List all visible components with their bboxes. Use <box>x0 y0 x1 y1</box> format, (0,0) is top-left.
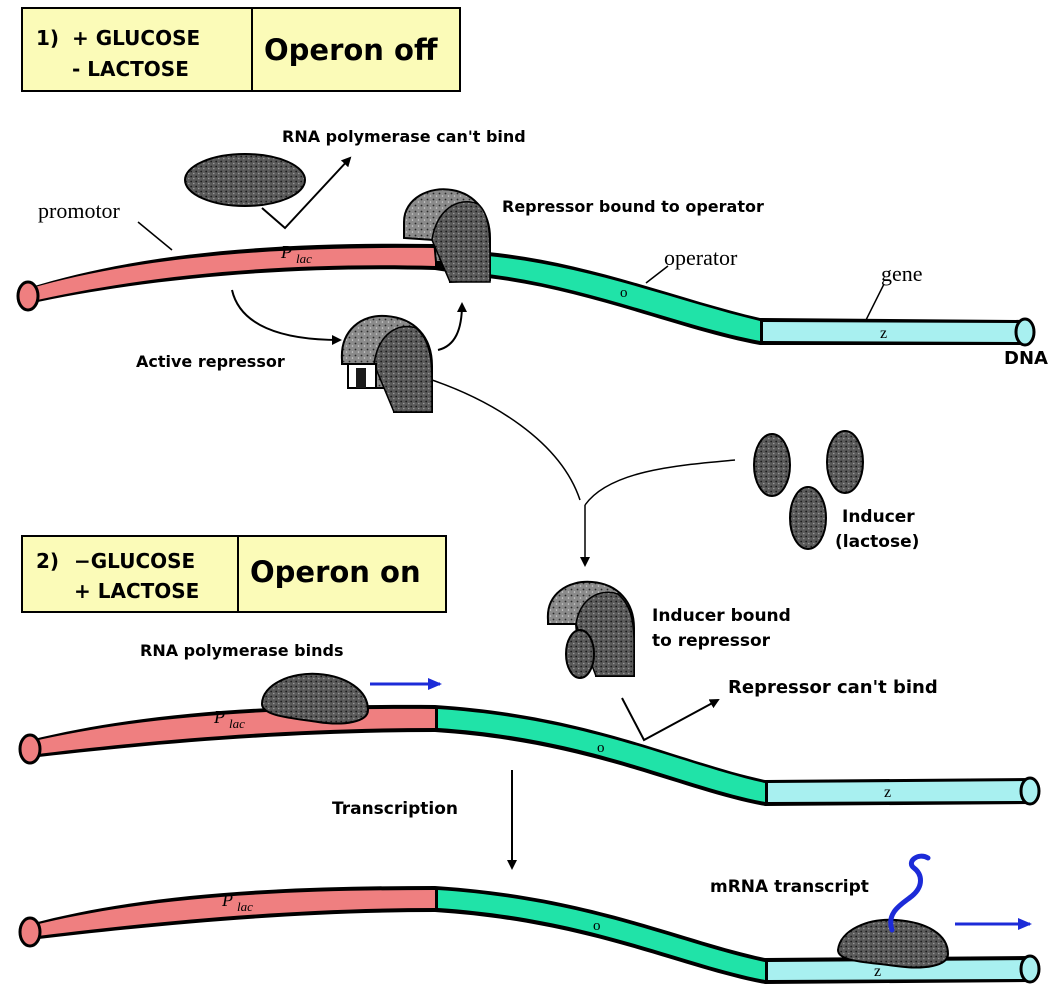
dna-strand-1: P lac o z <box>18 242 1034 345</box>
repressor-to-junction-line <box>432 380 580 500</box>
gene-letter-1: z <box>880 325 887 342</box>
mrna-strand <box>891 856 928 930</box>
label-promotor: promotor <box>38 198 121 223</box>
promoter-subscript-3: lac <box>237 899 253 914</box>
label-rna-binds: RNA polymerase binds <box>140 641 343 660</box>
rna-polymerase-free <box>185 154 305 206</box>
rna-polymerase-bound <box>262 674 368 724</box>
promoter-subscript-1: lac <box>296 251 312 266</box>
active-repressor <box>342 316 432 412</box>
promoter-subscript-2: lac <box>229 716 245 731</box>
panel1-state: Operon off <box>264 33 438 67</box>
label-active-repressor: Active repressor <box>136 352 285 371</box>
panel2-state: Operon on <box>250 555 421 589</box>
repressor-cant-bind-arrow <box>622 698 718 740</box>
label-inducer-bound: Inducer bound <box>652 606 791 626</box>
panel1-condition-glucose: + GLUCOSE <box>72 26 200 50</box>
panel2-condition-glucose: −GLUCOSE <box>74 549 195 573</box>
label-operator: operator <box>664 245 738 270</box>
gene-segment-1 <box>763 322 1025 342</box>
operator-letter-3: o <box>593 918 601 934</box>
dna-end-cap-1 <box>18 282 38 310</box>
operator-letter-1: o <box>620 285 628 301</box>
panel1-number: 1) <box>36 26 59 50</box>
operator-letter-2: o <box>597 740 605 756</box>
label-gene: gene <box>881 261 923 286</box>
inducer-to-junction-line <box>585 460 735 505</box>
gene-segment-2 <box>768 781 1030 802</box>
gene-letter-2: z <box>884 784 891 801</box>
label-repressor-cant-bind: Repressor can't bind <box>728 677 938 698</box>
panel1-header: 1) + GLUCOSE - LACTOSE Operon off <box>22 8 460 91</box>
gene-letter-3: z <box>874 963 881 980</box>
label-transcription: Transcription <box>332 799 458 819</box>
label-inducer: Inducer <box>842 507 915 527</box>
promoter-symbol-2: P <box>213 707 225 727</box>
to-operator-arrow <box>438 304 462 350</box>
panel2-condition-lactose: + LACTOSE <box>74 579 199 603</box>
promoter-symbol-1: P <box>280 242 292 262</box>
promoter-symbol-3: P <box>221 890 233 910</box>
dna-strand-2: P lac o z <box>20 705 1039 806</box>
label-to-repressor: to repressor <box>652 631 771 651</box>
label-inducer-lactose: (lactose) <box>835 532 919 552</box>
label-dna: DNA <box>1004 348 1048 369</box>
inducer-bound-repressor <box>548 582 634 678</box>
label-mrna-transcript: mRNA transcript <box>710 877 869 897</box>
panel1-condition-lactose: - LACTOSE <box>72 57 189 81</box>
panel2-number: 2) <box>36 549 59 573</box>
label-rna-cant-bind: RNA polymerase can't bind <box>282 127 526 146</box>
to-active-repressor-arrow <box>232 290 340 340</box>
panel2-header: 2) −GLUCOSE + LACTOSE Operon on <box>22 536 446 612</box>
label-repressor-bound: Repressor bound to operator <box>502 197 764 216</box>
